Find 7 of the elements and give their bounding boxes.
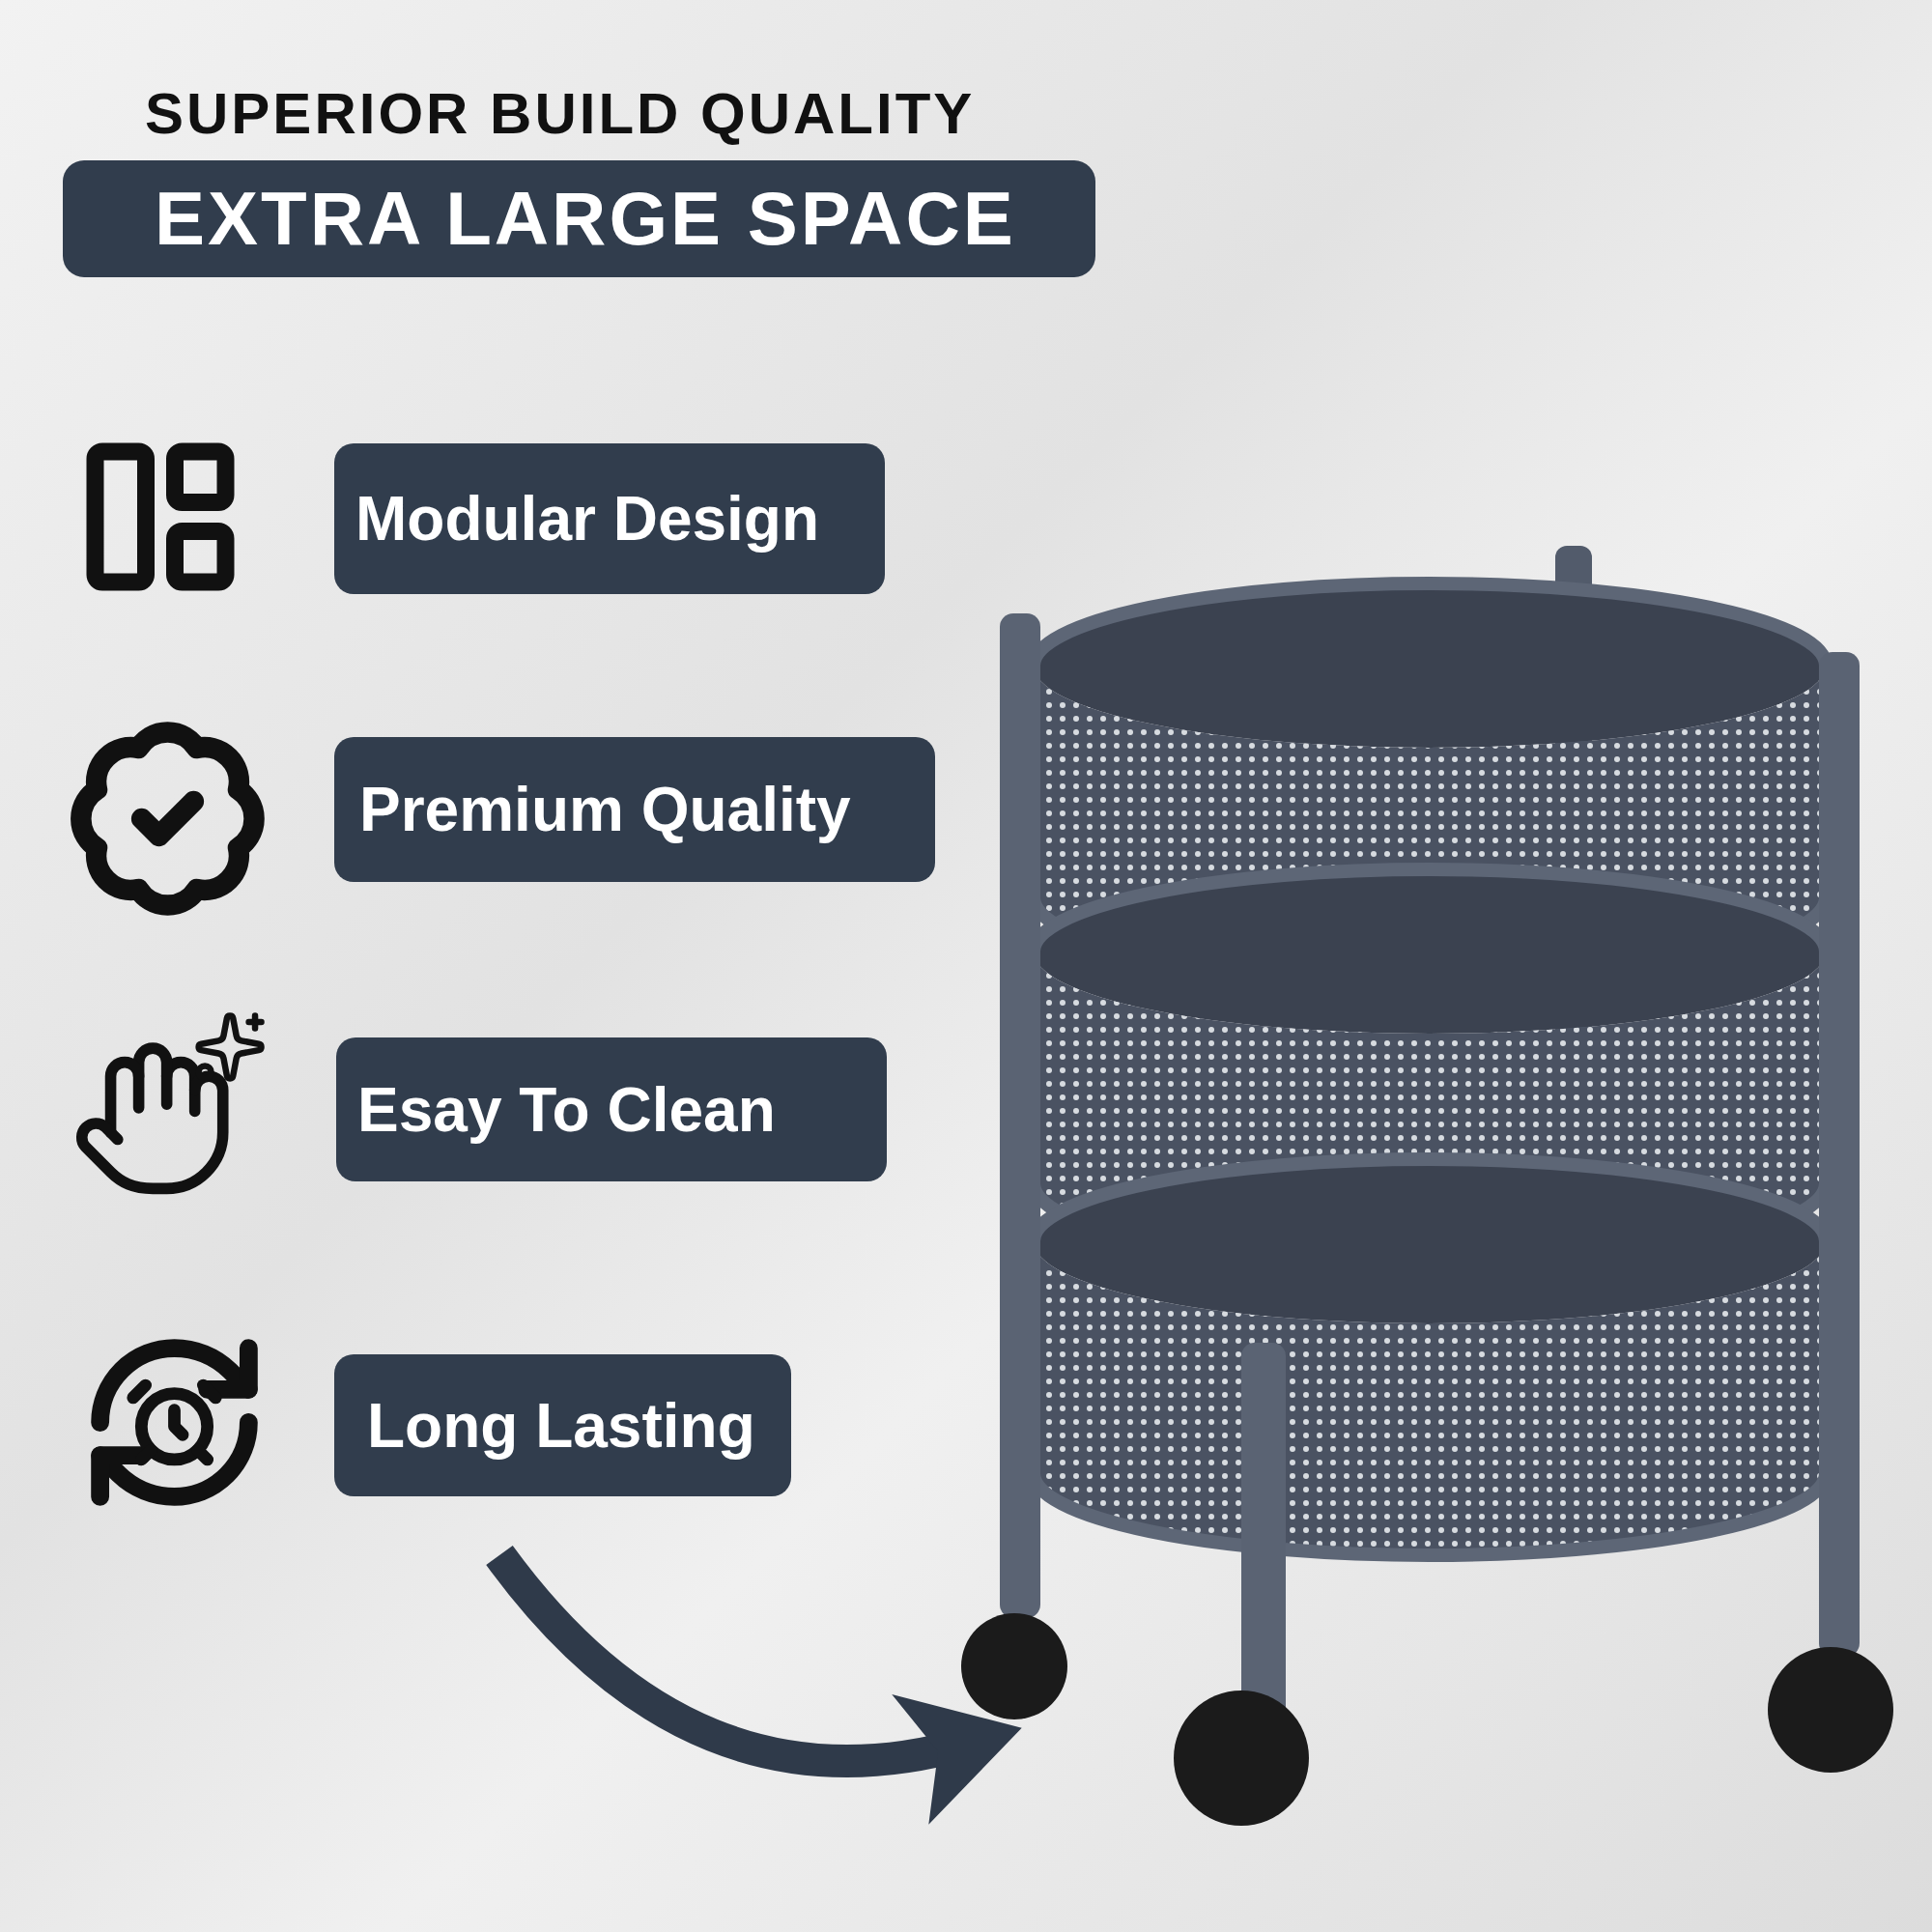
feature-label-box: Esay To Clean — [336, 1037, 887, 1181]
feature-label-box: Modular Design — [334, 443, 885, 594]
feature-label-box: Long Lasting — [334, 1354, 791, 1496]
title: SUPERIOR BUILD QUALITY — [145, 85, 976, 143]
heading-banner: EXTRA LARGE SPACE — [63, 160, 1095, 277]
feature-label-box: Premium Quality — [334, 737, 935, 882]
curved-arrow — [486, 1545, 1023, 1823]
